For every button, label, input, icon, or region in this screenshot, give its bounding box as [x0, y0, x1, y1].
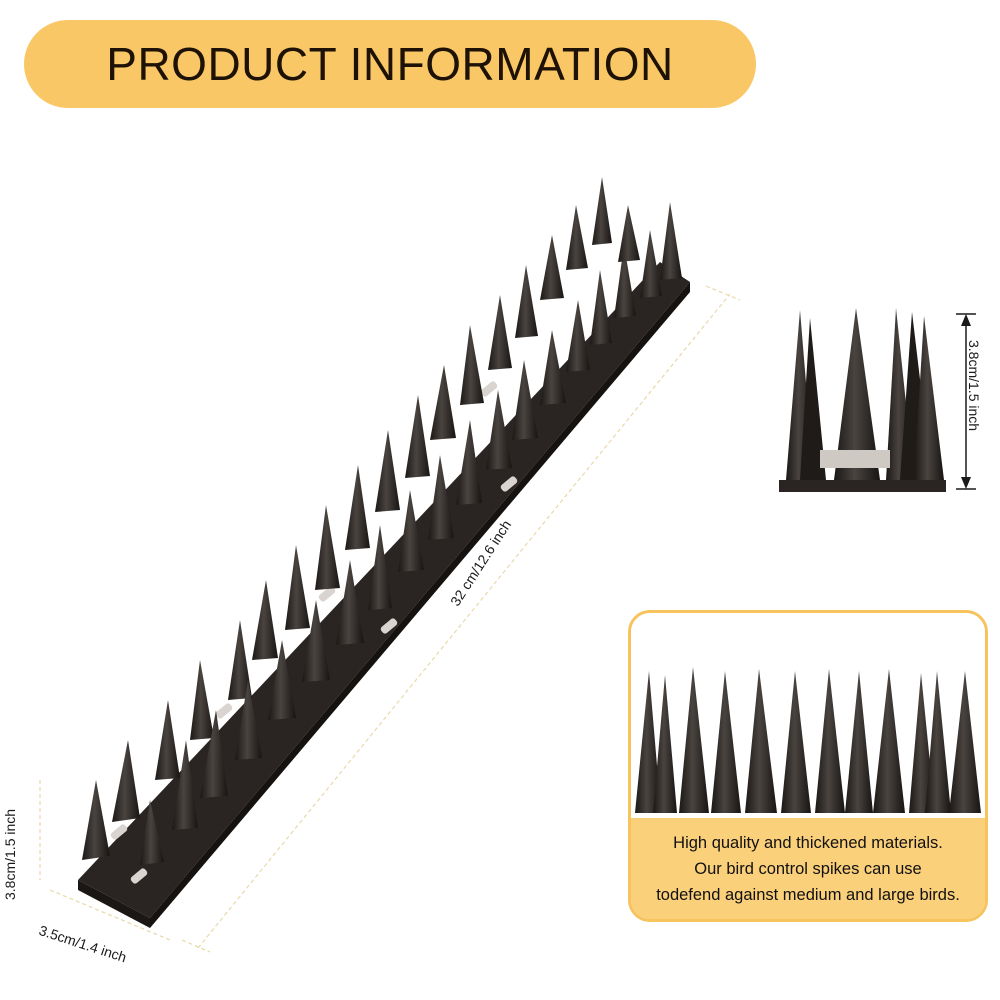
info-text-box: High quality and thickened materials. Ou…: [631, 818, 985, 919]
info-card: High quality and thickened materials. Ou…: [628, 610, 988, 922]
mounting-holes: [110, 381, 518, 884]
height-label: 3.8cm/1.5 inch: [2, 808, 18, 900]
side-height-label: 3.8cm/1.5 inch: [966, 340, 982, 432]
info-line-3: todefend against medium and large birds.: [656, 885, 960, 904]
spike-closeup-image: [631, 613, 985, 818]
dimension-lines: [39, 285, 741, 953]
side-view-image: [779, 308, 976, 492]
title-banner: PRODUCT INFORMATION: [24, 20, 756, 108]
info-line-1: High quality and thickened materials.: [673, 833, 943, 852]
info-line-2: Our bird control spikes can use: [694, 859, 922, 878]
banner-title: PRODUCT INFORMATION: [106, 38, 674, 90]
spikes: [82, 177, 682, 865]
